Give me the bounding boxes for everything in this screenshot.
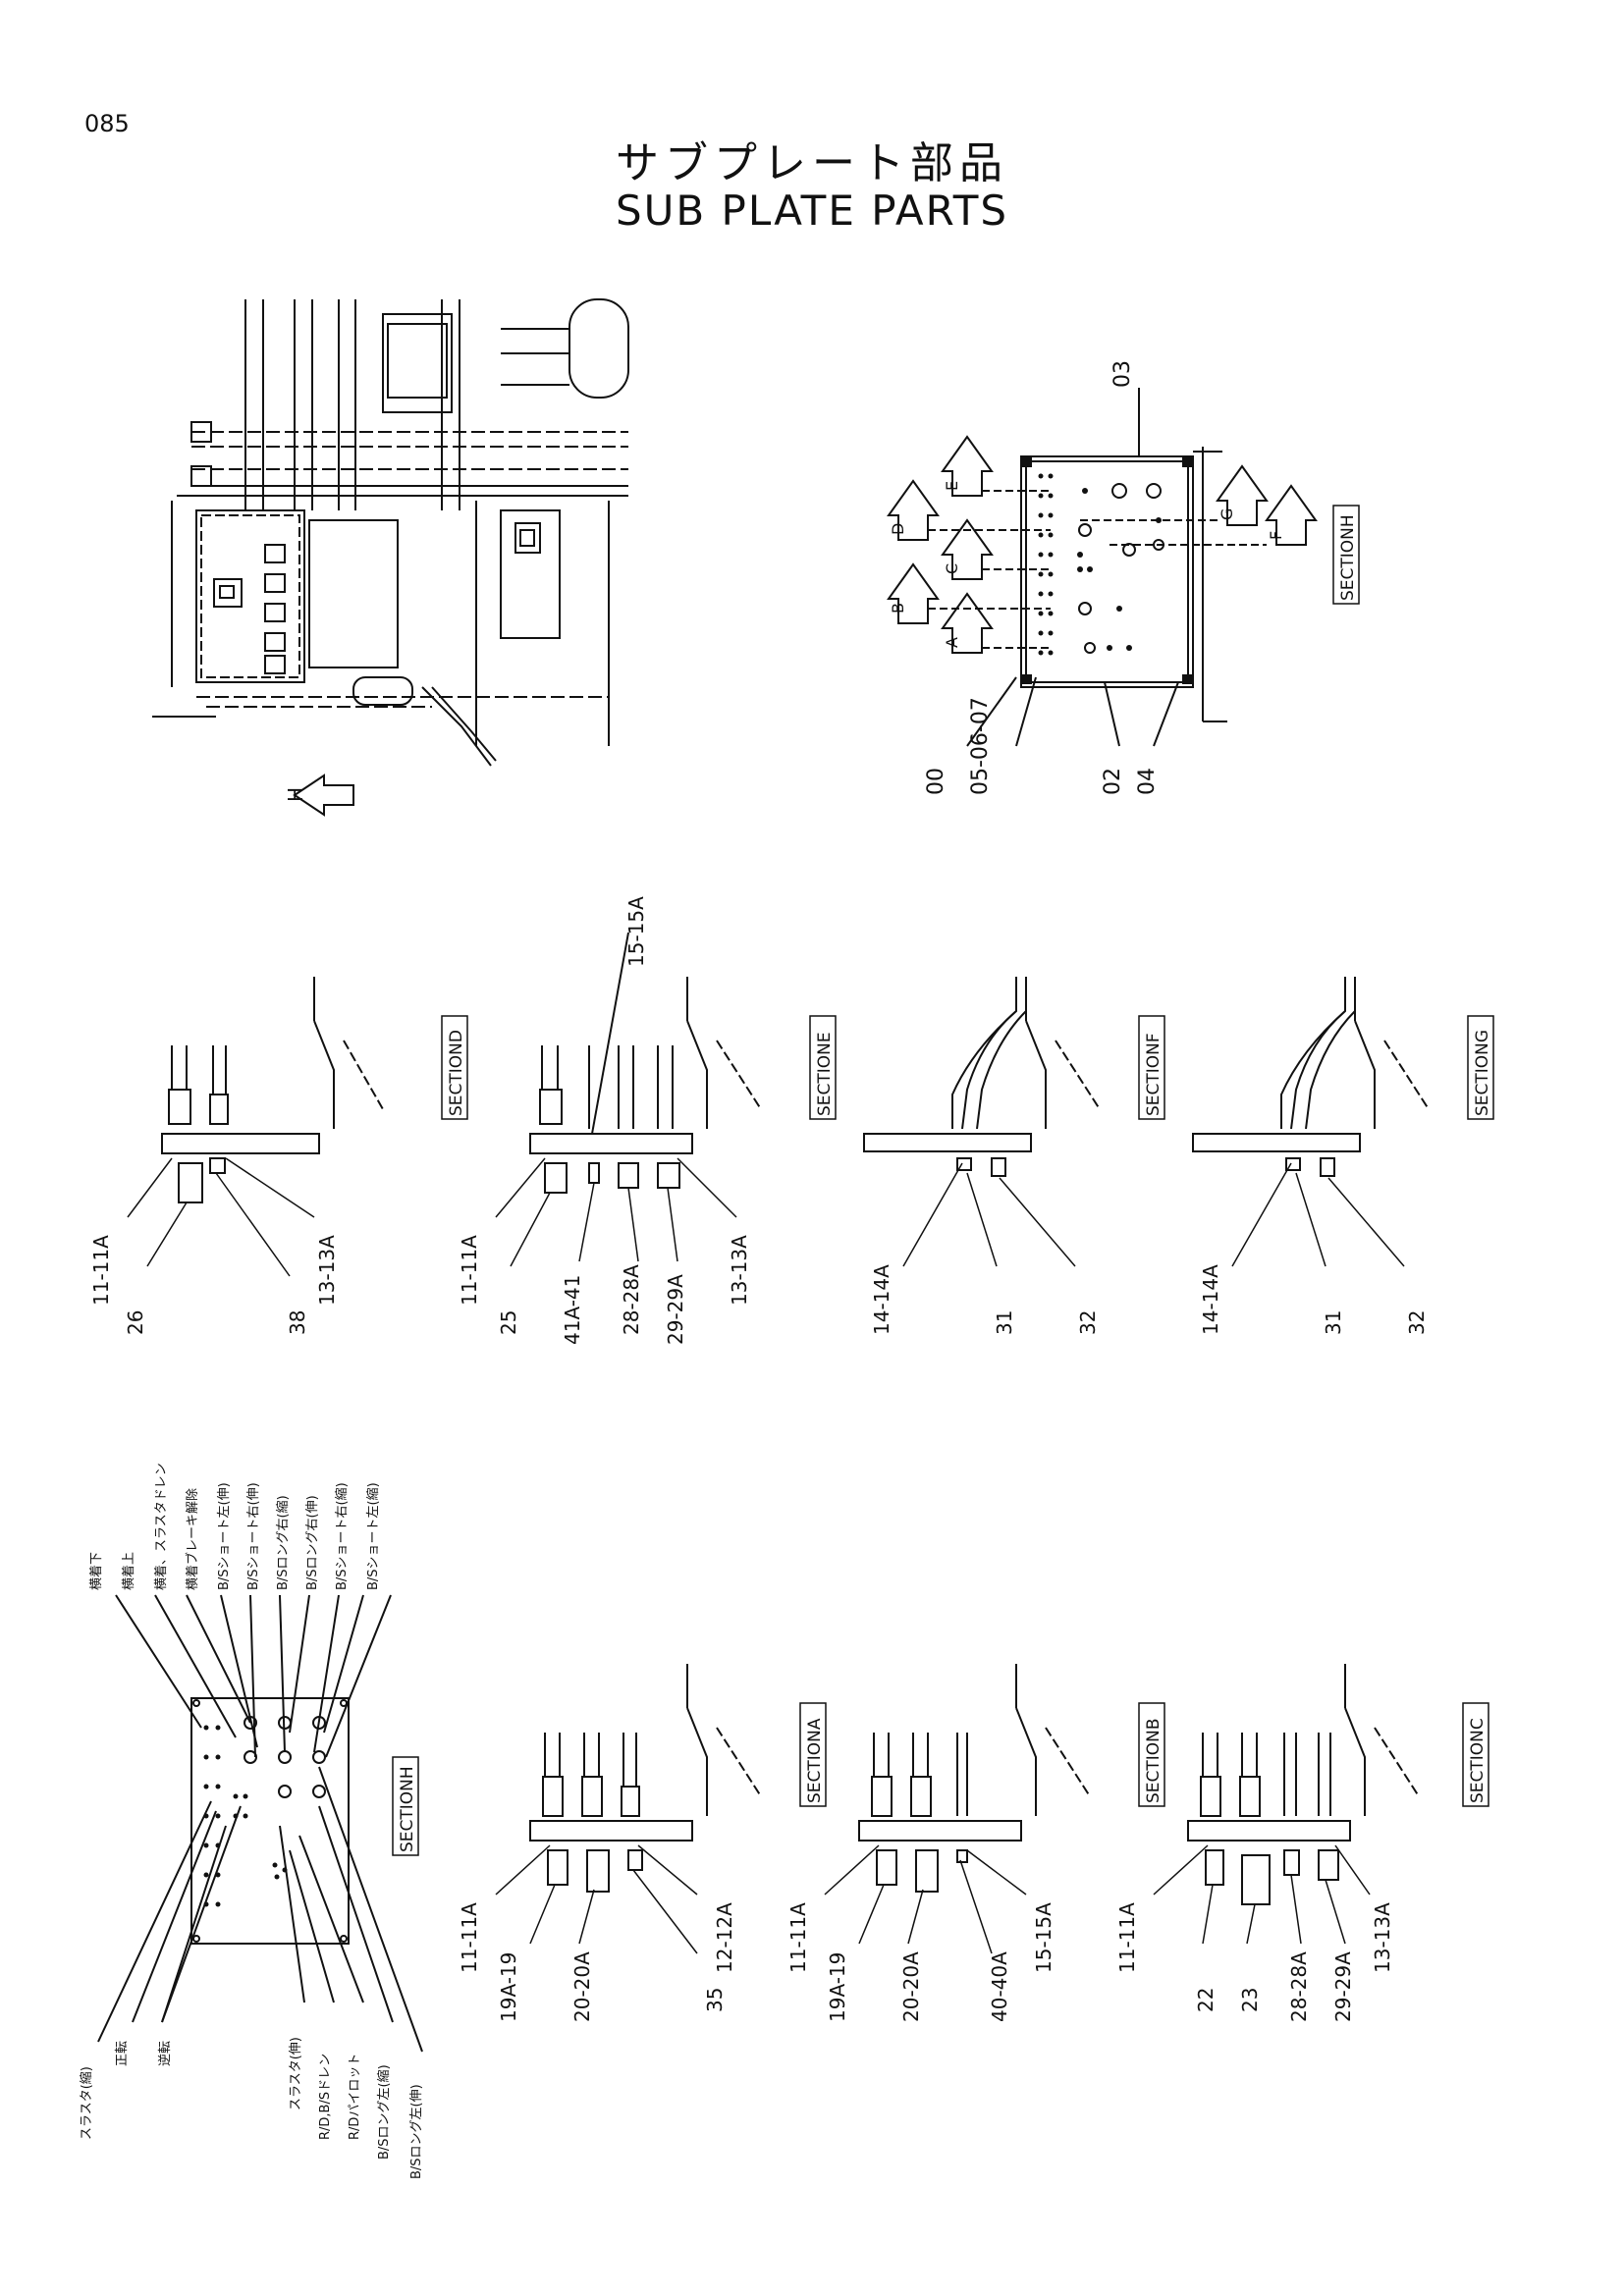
page-title-english: SUB PLATE PARTS (615, 187, 1009, 235)
callout-04: 04 (1135, 768, 1160, 795)
callout-c-13-13a: 13-13A (1371, 1902, 1394, 1973)
callout-d-11-11a: 11-11A (89, 1235, 113, 1306)
port-label-top-2: 横着上 (121, 1552, 136, 1590)
port-label-top-6: B/Sショート右(伸) (246, 1482, 261, 1590)
section-e-label: SECTIONE (815, 1032, 835, 1116)
port-label-top-9: B/Sショート右(縮) (334, 1482, 350, 1590)
section-g-drawing (1192, 977, 1430, 1177)
section-h-port-map (97, 1594, 423, 2053)
port-label-top-5: B/Sショート左(伸) (217, 1482, 232, 1590)
port-label-bottom-1: スラスタ(縮) (79, 2066, 94, 2140)
callout-g-14-14a: 14-14A (1199, 1264, 1222, 1335)
callout-g-32: 32 (1405, 1310, 1429, 1335)
callout-e-13-13a: 13-13A (728, 1235, 751, 1306)
callout-00: 00 (924, 768, 948, 795)
callout-c-23: 23 (1238, 1988, 1262, 2012)
callout-e-29-29a: 29-29A (664, 1274, 687, 1345)
port-label-top-8: B/Sロング右(伸) (305, 1495, 320, 1590)
section-d-label: SECTIOND (447, 1030, 466, 1116)
callout-b-15-15a: 15-15A (1032, 1902, 1056, 1973)
callout-02: 02 (1101, 768, 1125, 795)
callout-b-40-40a: 40-40A (988, 1951, 1011, 2022)
callout-e-25: 25 (497, 1310, 520, 1335)
section-h-label-top: SECTIONH (1338, 514, 1358, 601)
callout-b-11-11a: 11-11A (786, 1902, 810, 1973)
callout-e-15-15a: 15-15A (624, 896, 648, 967)
port-label-top-10: B/Sショート左(縮) (365, 1482, 381, 1590)
port-label-bottom-4: スラスタ(伸) (289, 2037, 303, 2110)
view-arrow-d: D (889, 523, 907, 535)
view-arrow-f: F (1267, 531, 1285, 540)
section-c-label: SECTIONC (1468, 1718, 1488, 1803)
port-label-bottom-6: R/Dパイロット (348, 2054, 362, 2140)
callout-f-14-14a: 14-14A (870, 1264, 893, 1335)
port-label-top-1: 横着下 (88, 1552, 104, 1590)
view-arrow-a: A (943, 637, 961, 648)
callout-c-22: 22 (1194, 1988, 1218, 2012)
arrow-h-letter: H (284, 787, 307, 802)
port-label-bottom-3: 逆転 (157, 2041, 173, 2066)
callout-a-11-11a: 11-11A (458, 1902, 481, 1973)
view-arrow-g: G (1218, 508, 1236, 520)
view-arrow-b: B (889, 603, 907, 614)
section-a-label: SECTIONA (805, 1718, 825, 1803)
section-b-label: SECTIONB (1144, 1718, 1164, 1803)
port-label-top-3: 横着、スラスタドレン (153, 1463, 169, 1590)
callout-d-26: 26 (124, 1310, 147, 1335)
section-a-drawing (529, 1664, 762, 1893)
callout-f-32: 32 (1076, 1310, 1100, 1335)
overview-drawing (152, 298, 629, 817)
callout-g-31: 31 (1322, 1310, 1345, 1335)
section-d-drawing (161, 977, 384, 1203)
callout-b-19a-19: 19A-19 (826, 1952, 849, 2022)
sub-plate-top-view (887, 388, 1318, 747)
section-b-drawing (858, 1664, 1091, 1893)
page-title-japanese: サブプレート部品 (616, 138, 1008, 188)
callout-a-20-20a: 20-20A (570, 1951, 594, 2022)
section-c-drawing (1187, 1664, 1420, 1905)
callout-e-41a-41: 41A-41 (561, 1275, 584, 1345)
page-number: 085 (84, 110, 130, 137)
section-h-label-bottom: SECTIONH (398, 1766, 417, 1852)
section-e-drawing (529, 932, 762, 1194)
callout-a-35: 35 (703, 1988, 727, 2012)
callout-d-13-13a: 13-13A (315, 1235, 339, 1306)
callout-03: 03 (1110, 360, 1135, 388)
callout-a-12-12a: 12-12A (713, 1902, 736, 1973)
port-label-bottom-5: R/D,B/Sドレン (318, 2054, 333, 2140)
callout-05-06-07: 05-06-07 (968, 697, 993, 795)
callout-c-29-29a: 29-29A (1331, 1951, 1355, 2022)
callout-a-19a-19: 19A-19 (497, 1952, 520, 2022)
section-f-drawing (863, 977, 1101, 1177)
callout-b-20-20a: 20-20A (899, 1951, 923, 2022)
callout-e-11-11a: 11-11A (458, 1235, 481, 1306)
port-label-bottom-2: 正転 (115, 2041, 130, 2066)
callout-c-28-28a: 28-28A (1287, 1951, 1311, 2022)
section-g-label: SECTIONG (1473, 1030, 1492, 1116)
callout-e-28-28a: 28-28A (620, 1264, 643, 1335)
port-label-top-4: 横着ブレーキ解除 (185, 1488, 200, 1590)
callout-d-38: 38 (286, 1310, 309, 1335)
callout-c-11-11a: 11-11A (1115, 1902, 1139, 1973)
port-label-top-7: B/Sロング右(縮) (275, 1495, 291, 1590)
port-label-bottom-7: B/Sロング左(縮) (376, 2064, 392, 2160)
view-arrow-c: C (943, 563, 961, 574)
callout-f-31: 31 (993, 1310, 1016, 1335)
section-f-label: SECTIONF (1144, 1033, 1164, 1116)
port-label-bottom-8: B/Sロング左(伸) (409, 2084, 424, 2179)
view-arrow-e: E (943, 481, 961, 491)
